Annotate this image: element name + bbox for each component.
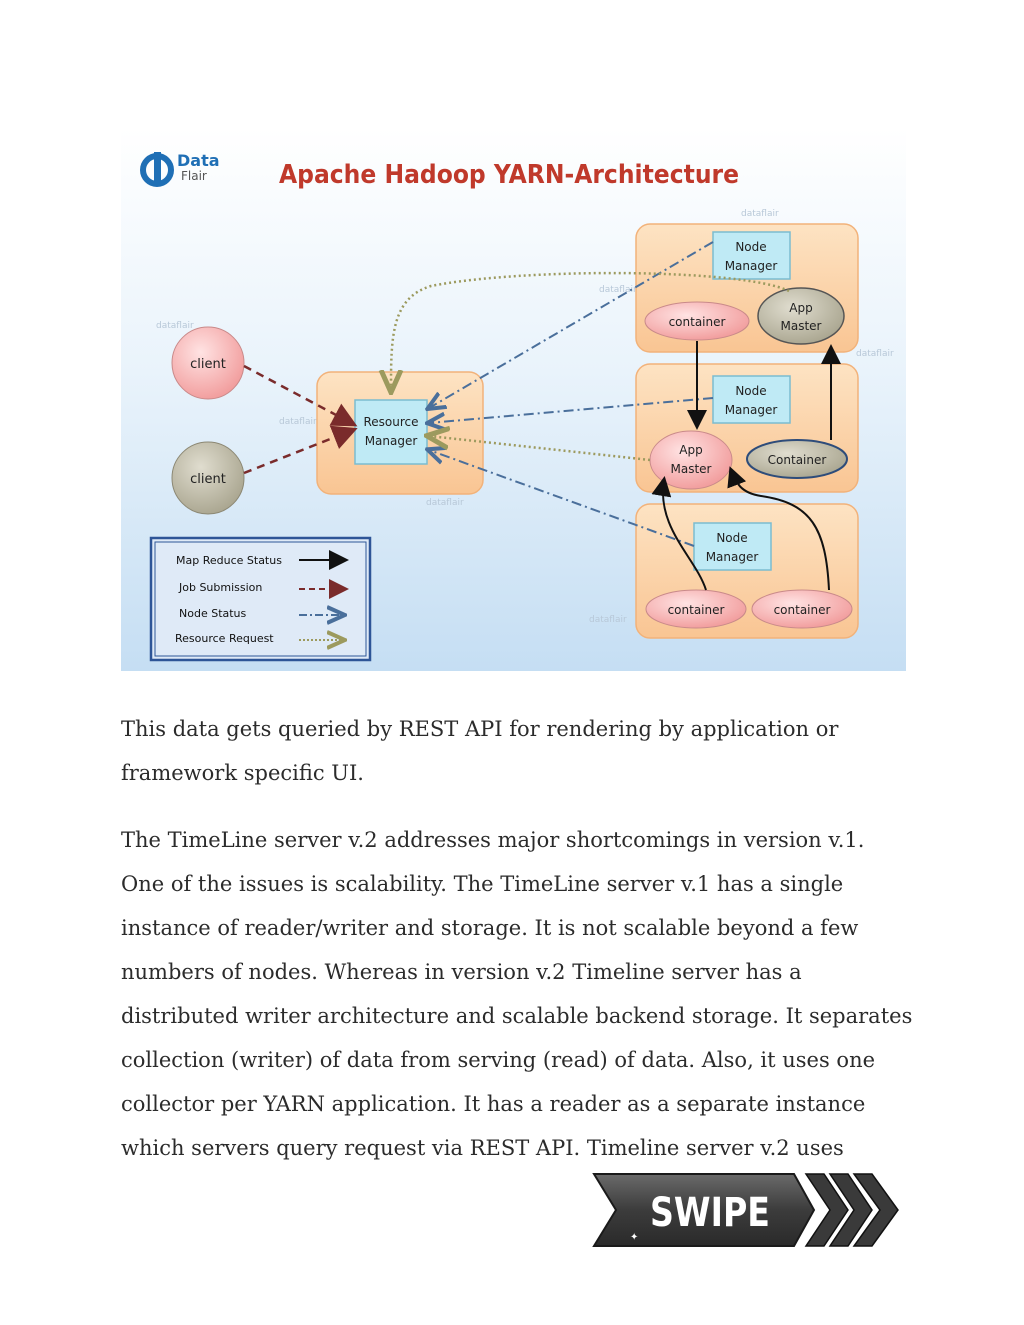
client-2: client [171, 441, 245, 515]
node-manager-2-line2: Manager [725, 403, 778, 417]
watermark: dataflair [279, 417, 317, 427]
diagram-title: Apache Hadoop YARN-Architecture [279, 160, 739, 190]
swipe-button[interactable]: SWIPE ✦ [592, 1170, 902, 1250]
dataflair-logo: Data Flair [140, 151, 220, 187]
logo-line1: Data [177, 151, 220, 170]
node-manager-1-line1: Node [735, 240, 766, 254]
sparkle-icon: ✦ [630, 1232, 638, 1243]
app-master-middle-line1: App [679, 443, 702, 457]
paragraph-2: The TimeLine server v.2 addresses major … [121, 828, 913, 1160]
container-bottom-left-label: container [668, 603, 725, 617]
resource-manager-line1: Resource [363, 415, 418, 429]
node-manager-2-line1: Node [735, 384, 766, 398]
resource-request-arrow-2 [429, 436, 651, 462]
watermark: dataflair [741, 209, 779, 219]
logo-line2: Flair [181, 169, 207, 183]
node-manager-3: Node Manager [693, 522, 772, 571]
legend-label-node-status: Node Status [179, 607, 247, 620]
watermark: dataflair [426, 498, 464, 508]
app-master-middle-line2: Master [671, 462, 712, 476]
node-manager-1: Node Manager [712, 231, 791, 280]
legend-label-map-reduce-status: Map Reduce Status [176, 554, 282, 567]
node-manager-1-line2: Manager [725, 259, 778, 273]
status-arrow-bottom-right [727, 466, 830, 591]
app-master-top-line2: Master [781, 319, 822, 333]
container-top: container [644, 301, 750, 341]
client-2-label: client [190, 472, 226, 487]
swipe-button-label: SWIPE [650, 1190, 770, 1236]
watermarks: dataflair dataflair dataflair dataflair … [156, 209, 894, 625]
job-submission-arrow-2 [243, 425, 358, 475]
watermark: dataflair [156, 321, 194, 331]
legend-label-resource-request: Resource Request [175, 632, 274, 645]
node-status-arrow-2 [429, 397, 714, 423]
app-master-top: App Master [757, 287, 845, 345]
swipe-button-shape [592, 1173, 816, 1247]
status-arrow-bottom-left [651, 476, 707, 591]
resource-manager: Resource Manager [354, 399, 428, 465]
client-1: client [171, 326, 245, 400]
container-top-label: container [669, 315, 726, 329]
yarn-architecture-diagram: Data Flair Apache Hadoop YARN-Architectu… [121, 128, 906, 671]
watermark: dataflair [589, 615, 627, 625]
legend-label-job-submission: Job Submission [178, 581, 262, 594]
chevrons-right-icon [804, 1173, 899, 1247]
container-bottom-right-label: container [774, 603, 831, 617]
container-bottom-left: container [645, 589, 747, 629]
node-manager-2: Node Manager [712, 375, 791, 424]
app-master-middle: App Master [649, 430, 733, 490]
legend: Map Reduce Status Job Submission Node St… [149, 536, 372, 662]
resource-manager-line2: Manager [365, 434, 418, 448]
node-manager-3-line2: Manager [706, 550, 759, 564]
container-middle-label: Container [768, 453, 827, 467]
node-status-arrow-1 [429, 241, 714, 408]
watermark: dataflair [856, 349, 894, 359]
watermark: dataflair [599, 285, 637, 295]
container-bottom-right: container [751, 589, 853, 629]
node-manager-3-line1: Node [716, 531, 747, 545]
paragraph-1: This data gets queried by REST API for r… [121, 717, 839, 785]
node-status-arrow-3 [429, 450, 695, 547]
job-submission-arrow-1 [243, 364, 358, 427]
app-master-top-line1: App [789, 301, 812, 315]
client-1-label: client [190, 357, 226, 372]
resource-request-arrow-1 [391, 271, 790, 390]
container-middle: Container [746, 439, 848, 479]
